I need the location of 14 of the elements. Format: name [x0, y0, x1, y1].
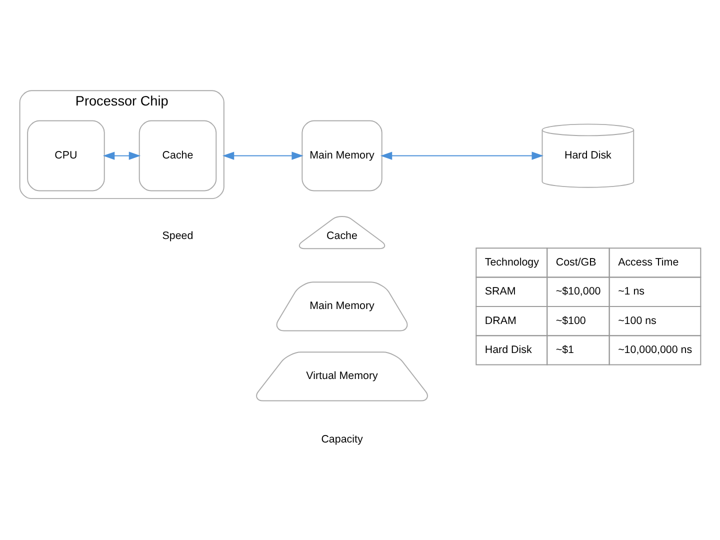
- label: ~1 ns: [618, 286, 645, 298]
- label: Hard Disk: [484, 344, 532, 356]
- label: DRAM: [484, 314, 516, 327]
- label: SRAM: [484, 286, 516, 298]
- label: ~$1: [556, 344, 574, 356]
- label: ~10,000,000 ns: [618, 344, 692, 356]
- label: ~$10,000: [556, 286, 601, 298]
- label: Technology: [484, 256, 539, 268]
- label: Capacity: [321, 433, 363, 446]
- label: ~$100: [556, 314, 586, 327]
- label: Speed: [162, 230, 194, 242]
- label: Cost/GB: [556, 256, 596, 268]
- label: ~100 ns: [618, 314, 656, 327]
- label: Access Time: [618, 256, 679, 268]
